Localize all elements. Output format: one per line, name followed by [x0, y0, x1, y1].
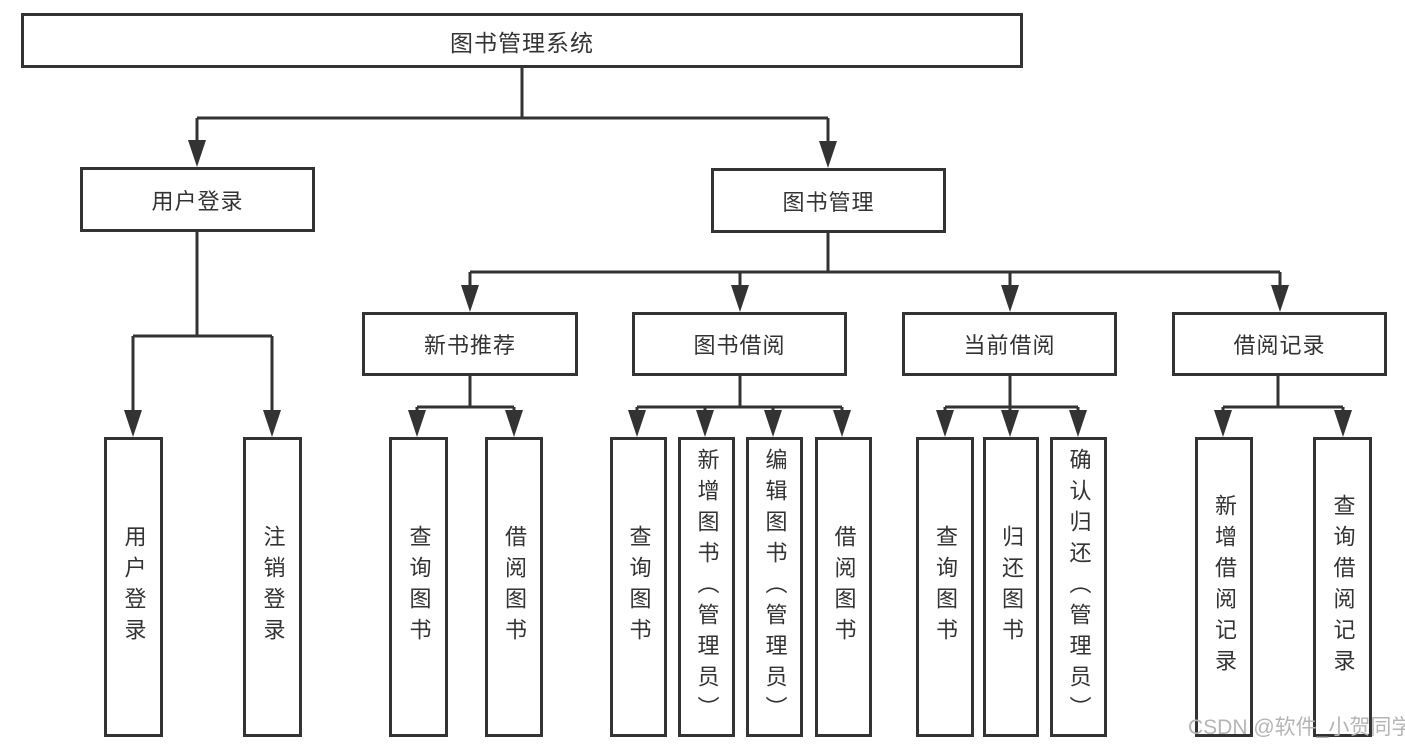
node-book-management-label: 图书管理: [782, 189, 875, 215]
leaf-current-query-books-label: 查询图书: [933, 525, 958, 649]
leaf-records-add-record-label: 新增借阅记录: [1212, 494, 1237, 680]
leaf-records-query-record: 查询借阅记录: [1313, 437, 1372, 737]
leaf-borrowing-edit-books-admin-label: 编辑图书（管理员）: [762, 447, 788, 727]
leaf-borrowing-query-books-label: 查询图书: [626, 525, 652, 649]
leaf-records-query-record-label: 查询借阅记录: [1330, 494, 1356, 680]
node-current-borrowing-label: 当前借阅: [963, 333, 1056, 358]
node-root-system-label: 图书管理系统: [450, 29, 594, 56]
leaf-borrowing-borrow-books-label: 借阅图书: [831, 525, 857, 649]
leaf-borrowing-query-books: 查询图书: [610, 437, 667, 737]
node-user-login-label: 用户登录: [151, 188, 244, 214]
node-borrow-records: 借阅记录: [1172, 312, 1387, 376]
leaf-user-login-label: 用户登录: [121, 525, 147, 649]
leaf-borrowing-borrow-books: 借阅图书: [815, 437, 872, 737]
leaf-current-confirm-return-admin-label: 确认归还（管理员）: [1066, 447, 1092, 727]
leaf-current-confirm-return-admin: 确认归还（管理员）: [1050, 437, 1107, 737]
leaf-recommend-query-books: 查询图书: [389, 437, 448, 737]
leaf-current-return-books: 归还图书: [983, 437, 1039, 737]
node-borrow-records-label: 借阅记录: [1233, 333, 1326, 358]
leaf-current-query-books: 查询图书: [916, 437, 974, 737]
leaf-current-return-books-label: 归还图书: [999, 525, 1024, 649]
node-book-borrowing-label: 图书借阅: [693, 333, 786, 358]
leaf-logout-label: 注销登录: [260, 525, 286, 649]
leaf-user-login: 用户登录: [104, 437, 163, 737]
leaf-logout: 注销登录: [243, 437, 302, 737]
leaf-borrowing-edit-books-admin: 编辑图书（管理员）: [746, 437, 803, 737]
leaf-recommend-query-books-label: 查询图书: [406, 525, 432, 649]
node-root-system: 图书管理系统: [21, 13, 1023, 68]
leaf-recommend-borrow-books: 借阅图书: [485, 437, 543, 737]
node-book-borrowing: 图书借阅: [632, 312, 847, 376]
node-book-management: 图书管理: [711, 168, 946, 233]
leaf-records-add-record: 新增借阅记录: [1195, 437, 1253, 737]
leaf-recommend-borrow-books-label: 借阅图书: [502, 525, 527, 649]
node-new-book-recommend: 新书推荐: [362, 312, 578, 376]
node-new-book-recommend-label: 新书推荐: [423, 333, 516, 358]
leaf-borrowing-add-books-admin: 新增图书（管理员）: [678, 437, 735, 737]
watermark-text: CSDN @软件_小贺同学: [1188, 716, 1405, 739]
node-user-login: 用户登录: [80, 167, 315, 232]
node-current-borrowing: 当前借阅: [902, 312, 1117, 376]
leaf-borrowing-add-books-admin-label: 新增图书（管理员）: [694, 447, 720, 727]
